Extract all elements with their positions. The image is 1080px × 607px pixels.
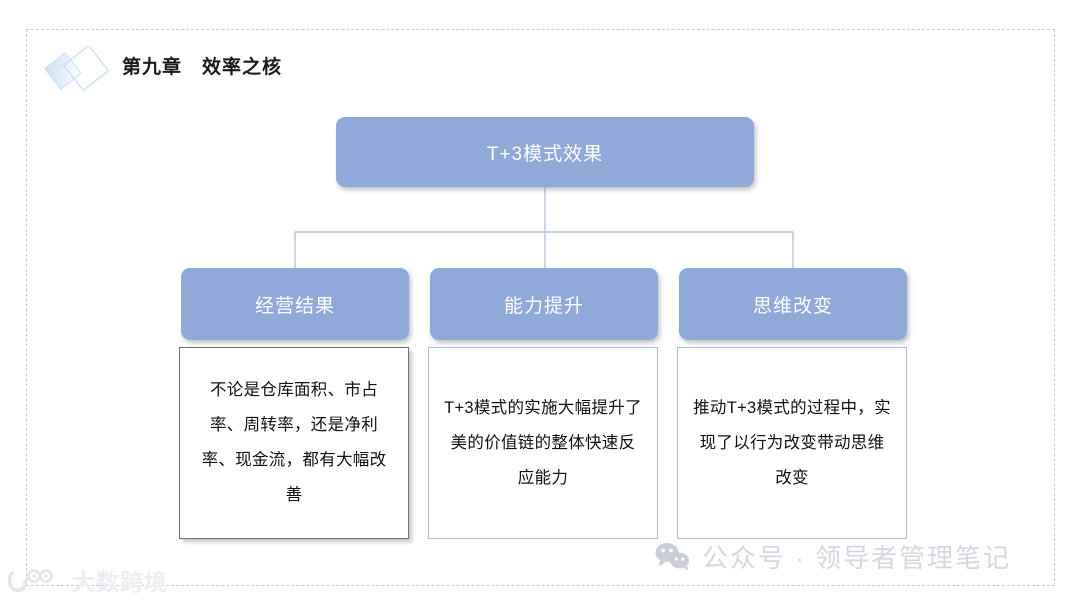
node-branch-3[interactable]: 思维改变: [679, 268, 907, 340]
dashu-kuajing-watermark: 大数跨境: [7, 564, 168, 600]
panel-branch-1-text: 不论是仓库面积、市占率、周转率，还是净利率、现金流，都有大幅改善: [201, 381, 387, 504]
wechat-watermark: 公众号 · 领导者管理笔记: [654, 538, 1011, 578]
panel-branch-1: 不论是仓库面积、市占率、周转率，还是净利率、现金流，都有大幅改善: [179, 347, 409, 539]
panel-branch-3-text: 推动T+3模式的过程中，实现了以行为改变带动思维改变: [693, 398, 891, 487]
panel-branch-2-text: T+3模式的实施大幅提升了美的价值链的整体快速反应能力: [444, 398, 642, 487]
wechat-icon: [654, 541, 692, 576]
page-title: 第九章 效率之核: [122, 57, 283, 78]
diamond-squares-logo-icon: [44, 44, 116, 94]
node-branch-1[interactable]: 经营结果: [181, 268, 409, 340]
panel-branch-3: 推动T+3模式的过程中，实现了以行为改变带动思维改变: [677, 347, 907, 539]
dashu-kuajing-logo-icon: [7, 565, 66, 600]
slide-header: 第九章 效率之核: [44, 44, 464, 94]
node-branch-2[interactable]: 能力提升: [430, 268, 658, 340]
wechat-watermark-label: 公众号 · 领导者管理笔记: [702, 543, 1012, 573]
dashu-kuajing-label: 大数跨境: [72, 569, 168, 595]
node-root[interactable]: T+3模式效果: [336, 117, 754, 187]
panel-branch-2: T+3模式的实施大幅提升了美的价值链的整体快速反应能力: [428, 347, 658, 539]
